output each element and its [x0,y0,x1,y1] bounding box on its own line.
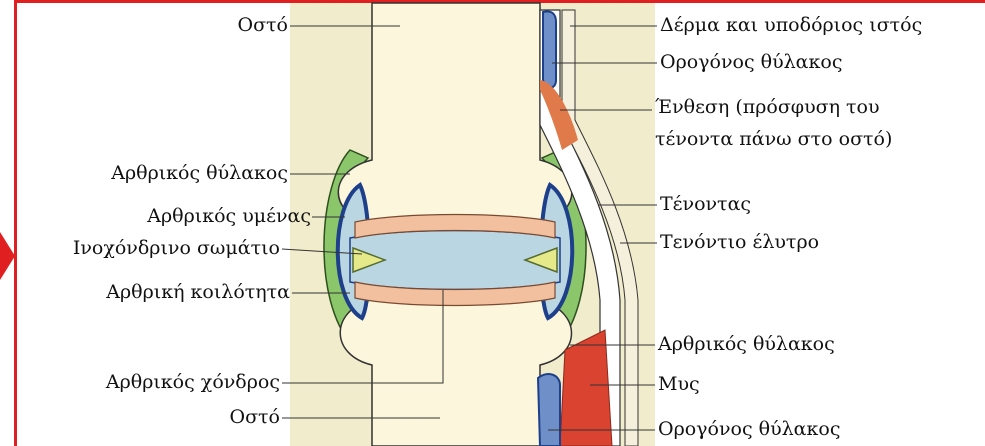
label-joint-capsule-left: Αρθρικός θύλακος [111,164,288,183]
label-synovial-membrane: Αρθρικός υμένας [147,207,311,226]
label-bone-bottom: Οστό [230,408,281,427]
label-bone-top: Οστό [238,16,289,35]
lower-bone [340,294,571,446]
label-muscle: Μυς [658,375,700,394]
label-bursa-bottom: Ορογόνος θύλακος [658,420,840,439]
label-skin: Δέρμα και υποδόριος ιστός [660,16,922,35]
label-meniscus: Ινοχόνδρινο σωμάτιο [73,239,280,258]
upper-bone [338,3,572,230]
bursa-upper [543,11,556,87]
label-enthesis-line1: Ένθεση (πρόσφυση του [655,98,880,117]
label-tendon: Τένοντας [660,195,751,214]
label-joint-capsule-right: Αρθρικός θύλακος [658,335,835,354]
label-tendon-sheath: Τενόντιο έλυτρο [660,233,819,252]
label-bursa-top: Ορογόνος θύλακος [660,53,842,72]
label-cartilage: Αρθρικός χόνδρος [106,373,280,392]
bursa-lower [538,374,560,446]
label-joint-cavity: Αρθρική κοιλότητα [106,283,290,302]
label-enthesis-line2: τένοντα πάνω στο οστό) [655,130,892,149]
